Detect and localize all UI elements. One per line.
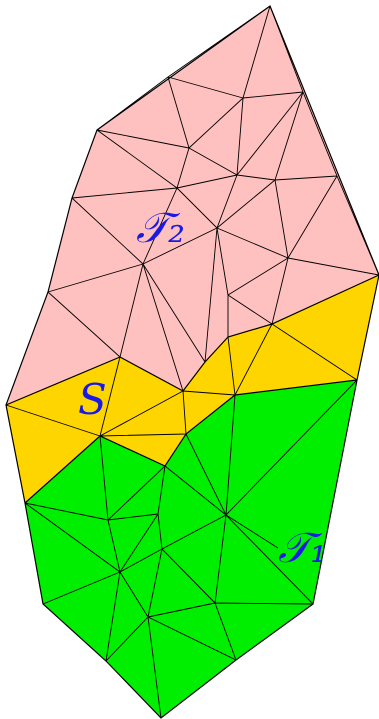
region-s [6,275,379,503]
mesh-edges [5,5,379,719]
label-t1: 𝒯₁ [278,523,327,572]
edge [47,5,379,392]
interface-t2-s [5,274,379,406]
regions [6,6,379,718]
region-t1 [25,380,357,718]
interface-s-t1 [24,379,358,504]
edge [5,323,358,437]
label-t2: 𝒯₂ [136,203,185,252]
region-t2 [6,6,379,405]
outer-boundary [5,5,379,719]
label-s: S [78,375,107,424]
edge [24,379,358,719]
region-labels: 𝒯₂ S 𝒯₁ [78,203,327,572]
